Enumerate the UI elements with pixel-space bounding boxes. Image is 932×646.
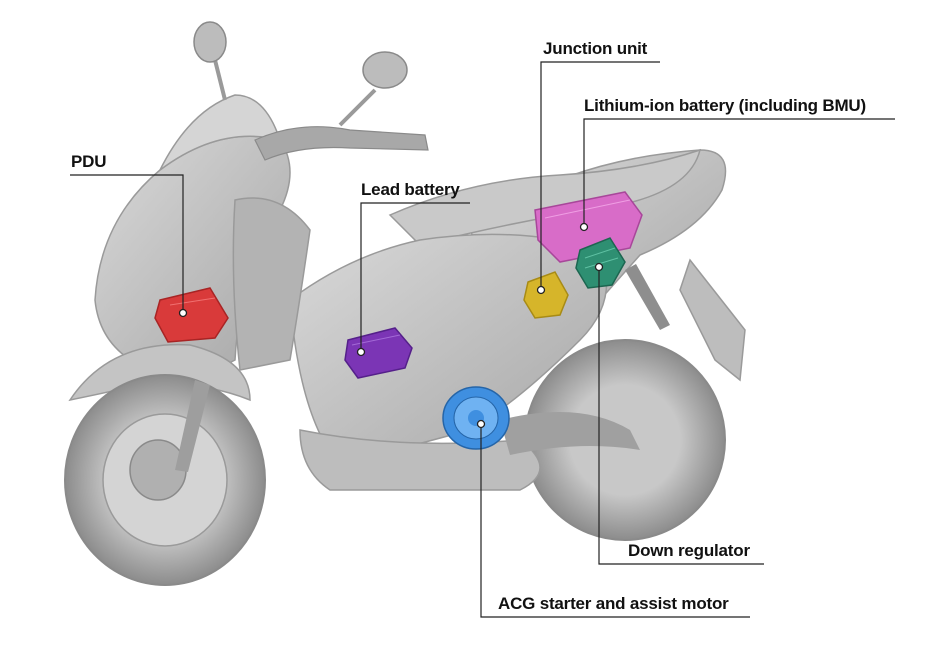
acg-motor-leader [480, 424, 750, 618]
handlebar [254, 126, 429, 161]
lead-battery-component [344, 327, 413, 379]
scooter-body [64, 21, 746, 586]
lead-battery-label: Lead battery [361, 180, 460, 199]
pdu-leader [70, 174, 184, 313]
junction-unit-leader [540, 61, 660, 290]
lithium-battery-component [534, 191, 643, 263]
junction-unit-label: Junction unit [543, 39, 648, 58]
leader-lines [70, 61, 895, 618]
acg-motor-component [442, 386, 510, 450]
down-regulator-leader [598, 267, 764, 565]
rear-shock [625, 264, 670, 330]
pdu-label: PDU [71, 152, 107, 171]
lithium-battery-label: Lithium-ion battery (including BMU) [584, 96, 866, 115]
left-mirror [193, 21, 227, 63]
down-regulator-label: Down regulator [628, 541, 750, 560]
junction-unit-component [523, 271, 569, 319]
lead-battery-dot [356, 347, 366, 357]
leader-dots [178, 222, 604, 429]
pdu-dot [178, 308, 188, 318]
junction-unit-dot [536, 285, 546, 295]
lead-battery-leader [360, 202, 470, 352]
components [154, 191, 643, 450]
acg-motor-label: ACG starter and assist motor [498, 594, 729, 613]
leg-shield [232, 197, 311, 371]
rear-rack [679, 258, 746, 382]
lithium-battery-dot [579, 222, 589, 232]
pdu-component [154, 287, 229, 343]
windscreen [159, 94, 282, 171]
down-regulator-component [575, 237, 626, 289]
swingarm [500, 412, 640, 455]
lithium-battery-leader [583, 118, 895, 227]
seat [388, 148, 702, 246]
front-fork [175, 380, 210, 472]
acg-motor-dot [476, 419, 486, 429]
down-regulator-dot [594, 262, 604, 272]
right-mirror [362, 51, 408, 89]
